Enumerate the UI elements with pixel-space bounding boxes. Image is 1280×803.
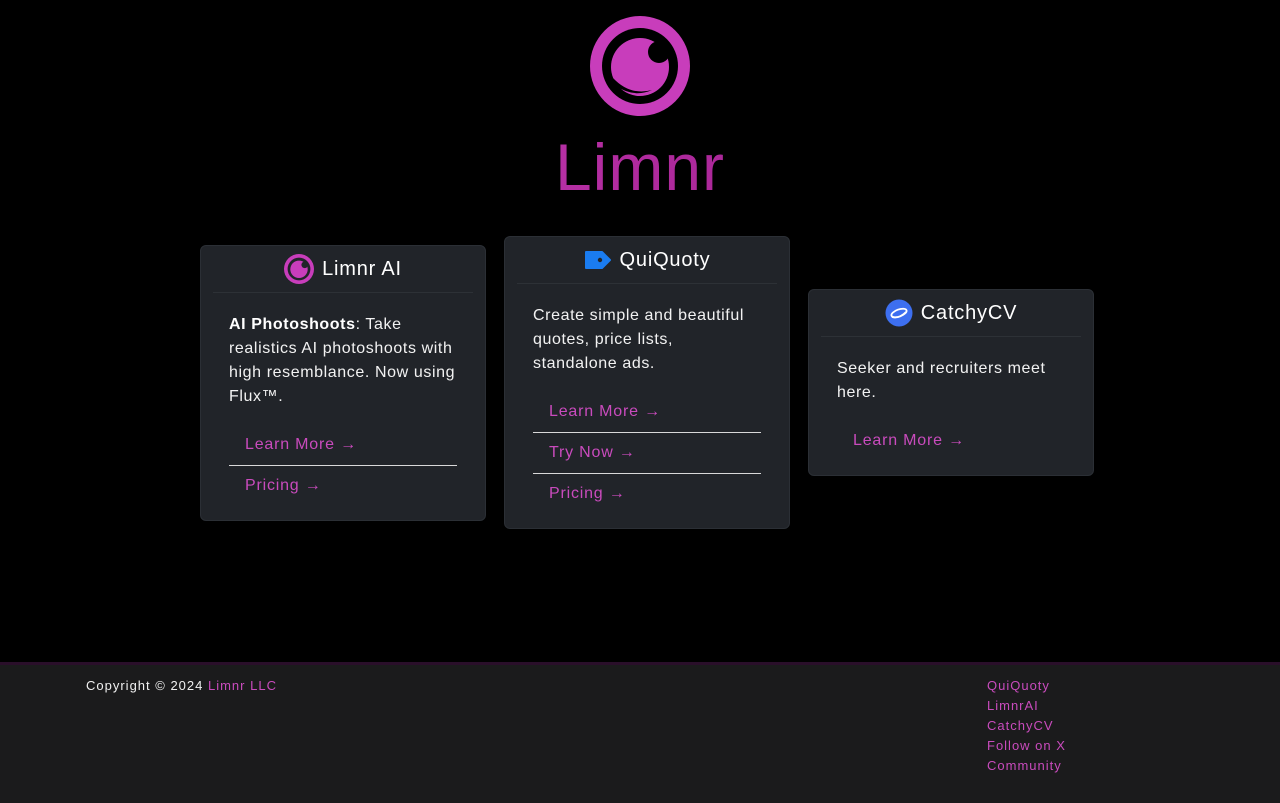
footer-links: QuiQuoty LimnrAI CatchyCV Follow on X Co… xyxy=(987,678,1066,778)
card-description: AI Photoshoots: Take realistics AI photo… xyxy=(229,313,457,409)
footer-link-catchycv[interactable]: CatchyCV xyxy=(987,718,1054,733)
hero: Limnr xyxy=(0,0,1280,230)
card-description: Create simple and beautiful quotes, pric… xyxy=(533,307,744,372)
card-title: Limnr AI xyxy=(322,257,402,280)
catchycv-icon xyxy=(885,299,913,327)
footer: Copyright © 2024 Limnr LLC QuiQuoty Limn… xyxy=(0,662,1280,803)
card-description-text: : Take realistics AI photoshoots with hi… xyxy=(229,316,456,405)
footer-link-quiquoty[interactable]: QuiQuoty xyxy=(987,678,1050,693)
company-link[interactable]: Limnr LLC xyxy=(207,678,277,693)
card-header: Limnr AI xyxy=(213,246,473,293)
brand-title: Limnr xyxy=(0,130,1280,204)
card-quiquoty: QuiQuoty Create simple and beautiful quo… xyxy=(504,236,790,529)
learn-more-link[interactable]: Learn More → xyxy=(229,425,457,466)
card-description-bold: AI Photoshoots xyxy=(229,316,356,333)
learn-more-link[interactable]: Learn More → xyxy=(533,392,761,433)
limnr-eye-icon xyxy=(284,254,315,284)
limnr-eye-logo-icon xyxy=(590,16,690,116)
copyright-text: Copyright © 2024 xyxy=(86,678,208,693)
footer-link-follow-x[interactable]: Follow on X xyxy=(987,738,1066,753)
card-links: Learn More → Pricing → xyxy=(229,425,457,520)
card-links: Learn More → Try Now → Pricing → xyxy=(533,392,761,528)
price-tag-icon xyxy=(584,251,611,269)
card-title: QuiQuoty xyxy=(619,248,711,271)
card-description: Seeker and recruiters meet here. xyxy=(837,360,1046,401)
footer-link-community[interactable]: Community xyxy=(987,758,1062,773)
card-title: CatchyCV xyxy=(920,301,1018,324)
card-limnr-ai: Limnr AI AI Photoshoots: Take realistics… xyxy=(200,245,486,521)
learn-more-link[interactable]: Learn More → xyxy=(853,432,965,449)
footer-link-limnrai[interactable]: LimnrAI xyxy=(987,698,1039,713)
copyright: Copyright © 2024 Limnr LLC xyxy=(86,678,277,693)
try-now-link[interactable]: Try Now → xyxy=(533,433,761,474)
card-header: CatchyCV xyxy=(821,290,1081,337)
card-links: Learn More → xyxy=(837,421,1065,475)
pricing-link[interactable]: Pricing → xyxy=(245,477,322,494)
pricing-link[interactable]: Pricing → xyxy=(549,485,626,502)
card-header: QuiQuoty xyxy=(517,237,777,284)
card-catchycv: CatchyCV Seeker and recruiters meet here… xyxy=(808,289,1094,476)
